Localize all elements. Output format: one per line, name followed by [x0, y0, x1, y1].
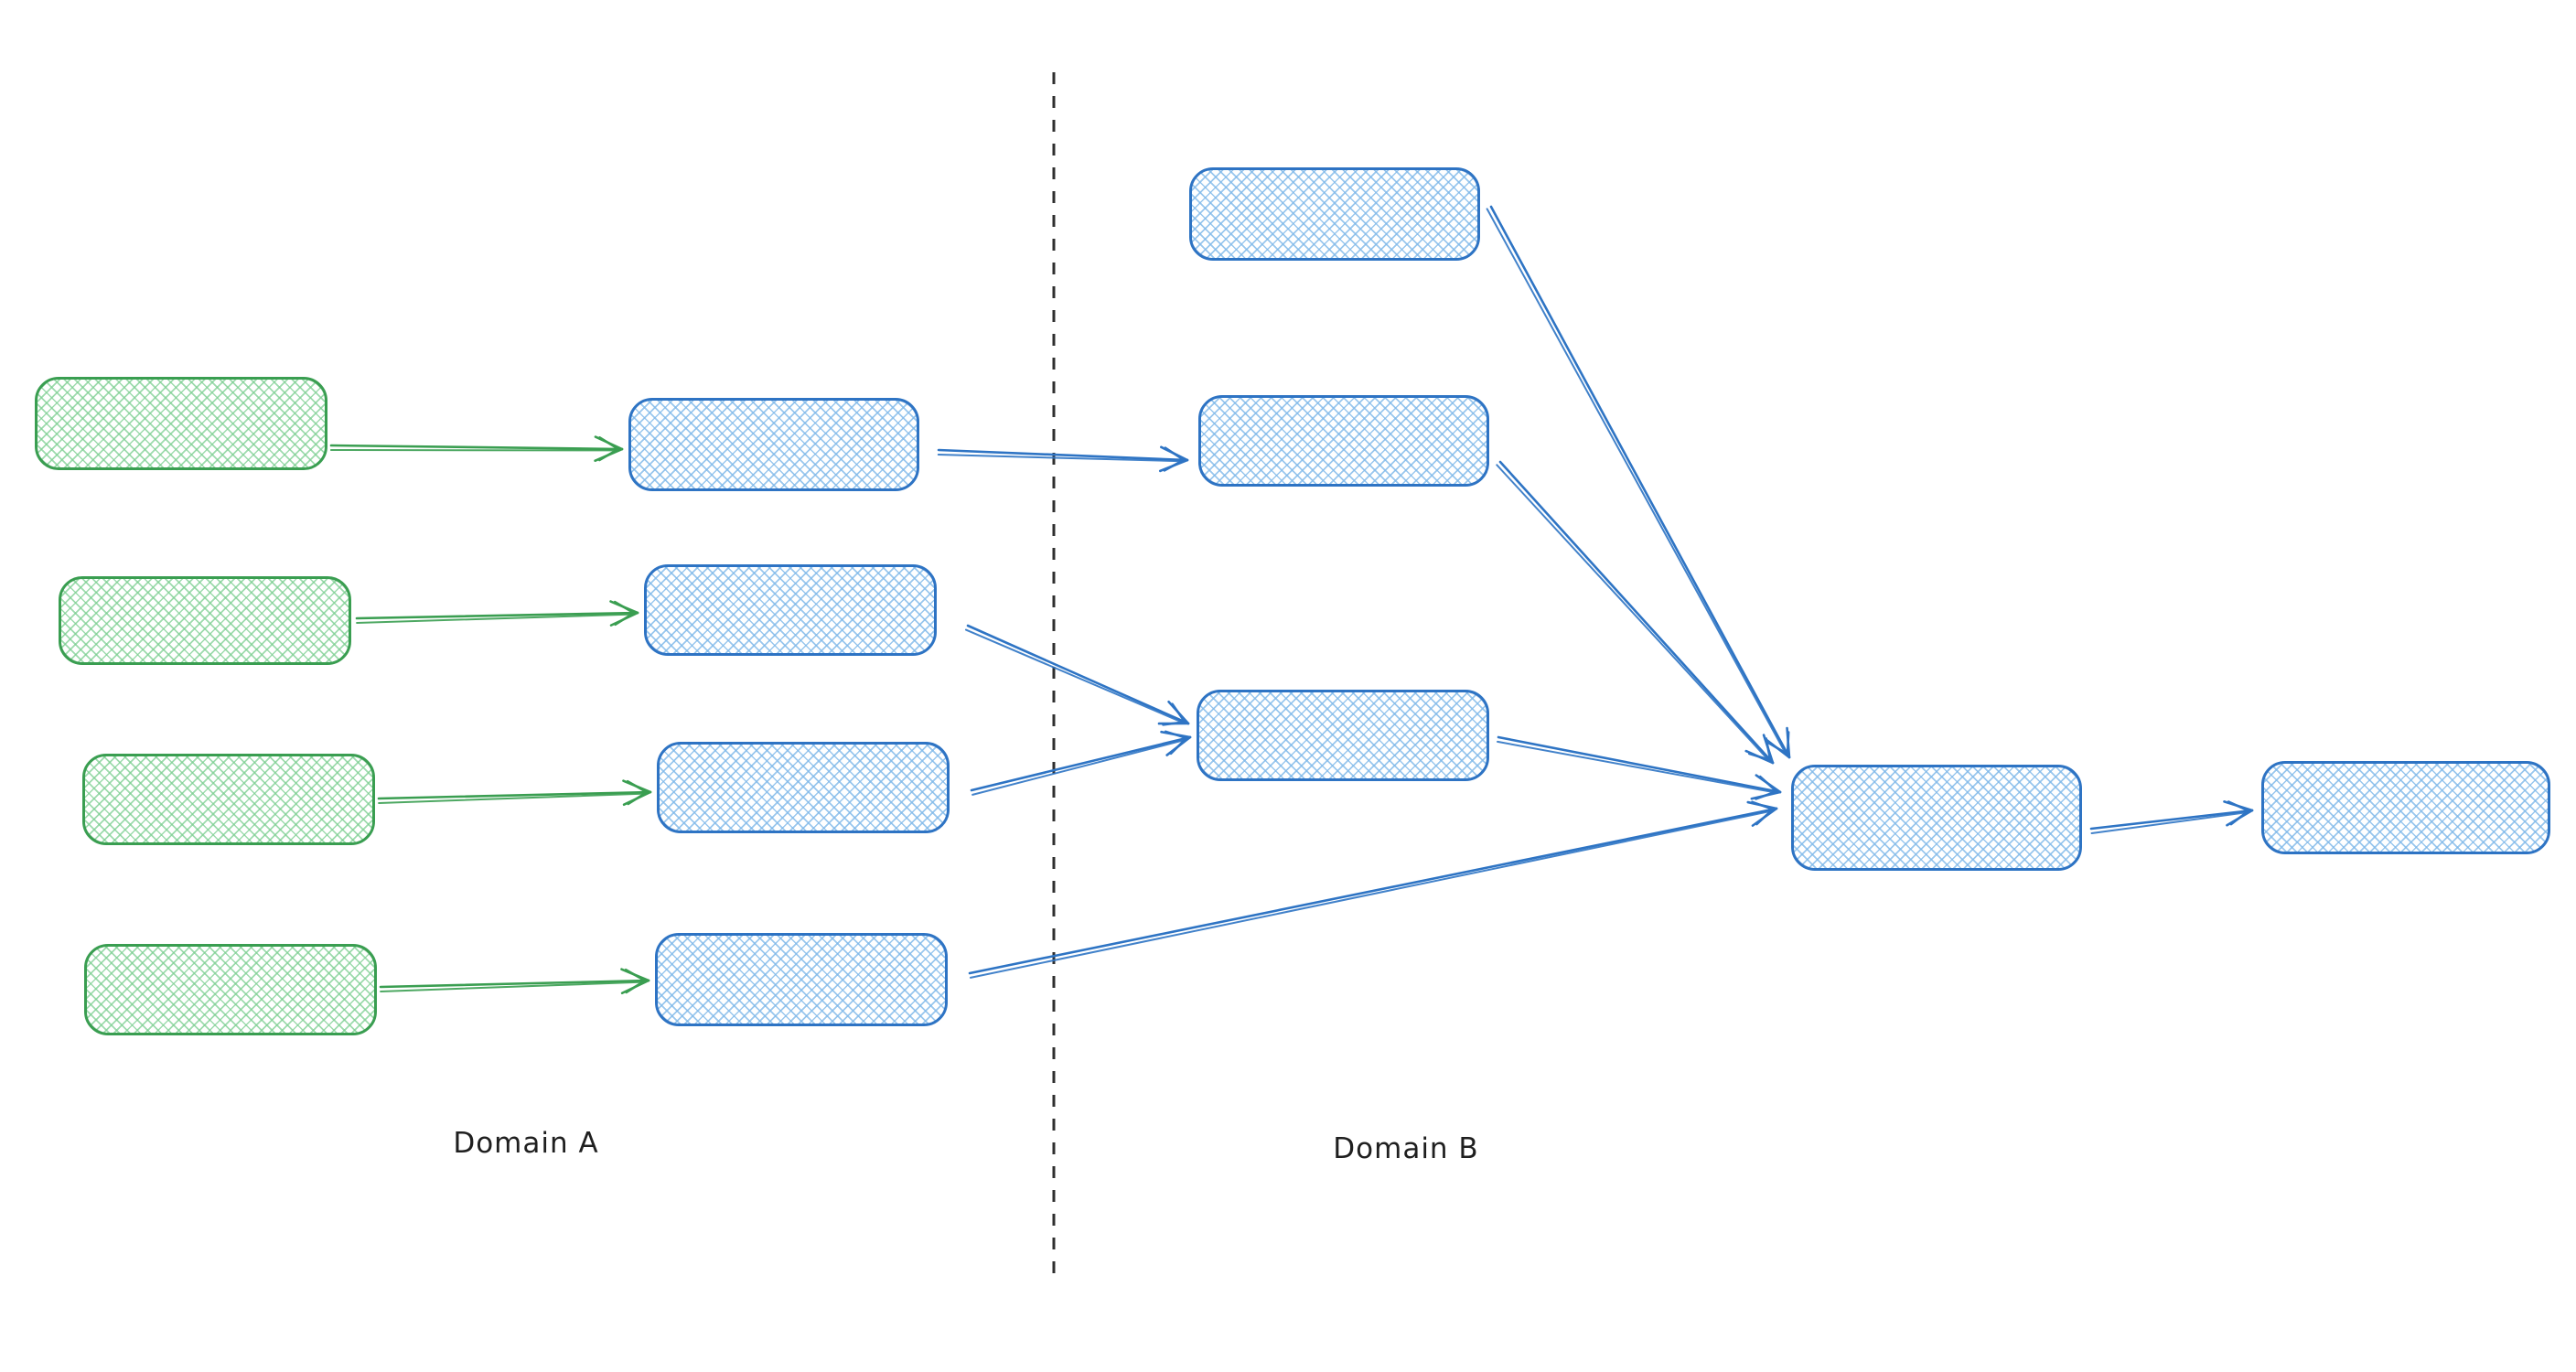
arrow-merge-to-output[interactable] — [2089, 800, 2254, 834]
node-target-b2[interactable] — [1198, 395, 1489, 487]
node-source-a3[interactable] — [82, 754, 375, 845]
arrow-process2-to-target3[interactable] — [964, 624, 1190, 726]
arrow-target1-to-merge[interactable] — [1486, 205, 1791, 759]
node-process-a2[interactable] — [644, 564, 937, 656]
arrow-process4-to-merge[interactable] — [968, 800, 1778, 979]
node-process-a4[interactable] — [655, 933, 948, 1026]
node-process-a3[interactable] — [657, 742, 950, 833]
node-source-a2[interactable] — [59, 576, 351, 665]
arrow-source1-to-process1[interactable] — [329, 435, 624, 462]
domain-b-label: Domain B — [1333, 1132, 1479, 1165]
node-target-b3[interactable] — [1197, 690, 1489, 781]
arrow-target3-to-merge[interactable] — [1497, 735, 1782, 800]
node-process-a1[interactable] — [628, 398, 919, 491]
arrow-source4-to-process4[interactable] — [379, 968, 650, 995]
arrow-process3-to-target3[interactable] — [970, 730, 1192, 796]
node-source-a4[interactable] — [84, 944, 377, 1035]
node-source-a1[interactable] — [35, 377, 327, 470]
domain-a-label: Domain A — [453, 1127, 599, 1160]
node-merge-b[interactable] — [1791, 765, 2082, 871]
arrow-source3-to-process3[interactable] — [377, 779, 652, 807]
arrow-source2-to-process2[interactable] — [355, 600, 639, 627]
arrow-process1-to-target2[interactable] — [937, 445, 1189, 473]
node-output-b[interactable] — [2261, 761, 2550, 854]
arrow-target2-to-merge[interactable] — [1496, 460, 1775, 765]
node-target-b1[interactable] — [1189, 167, 1480, 261]
